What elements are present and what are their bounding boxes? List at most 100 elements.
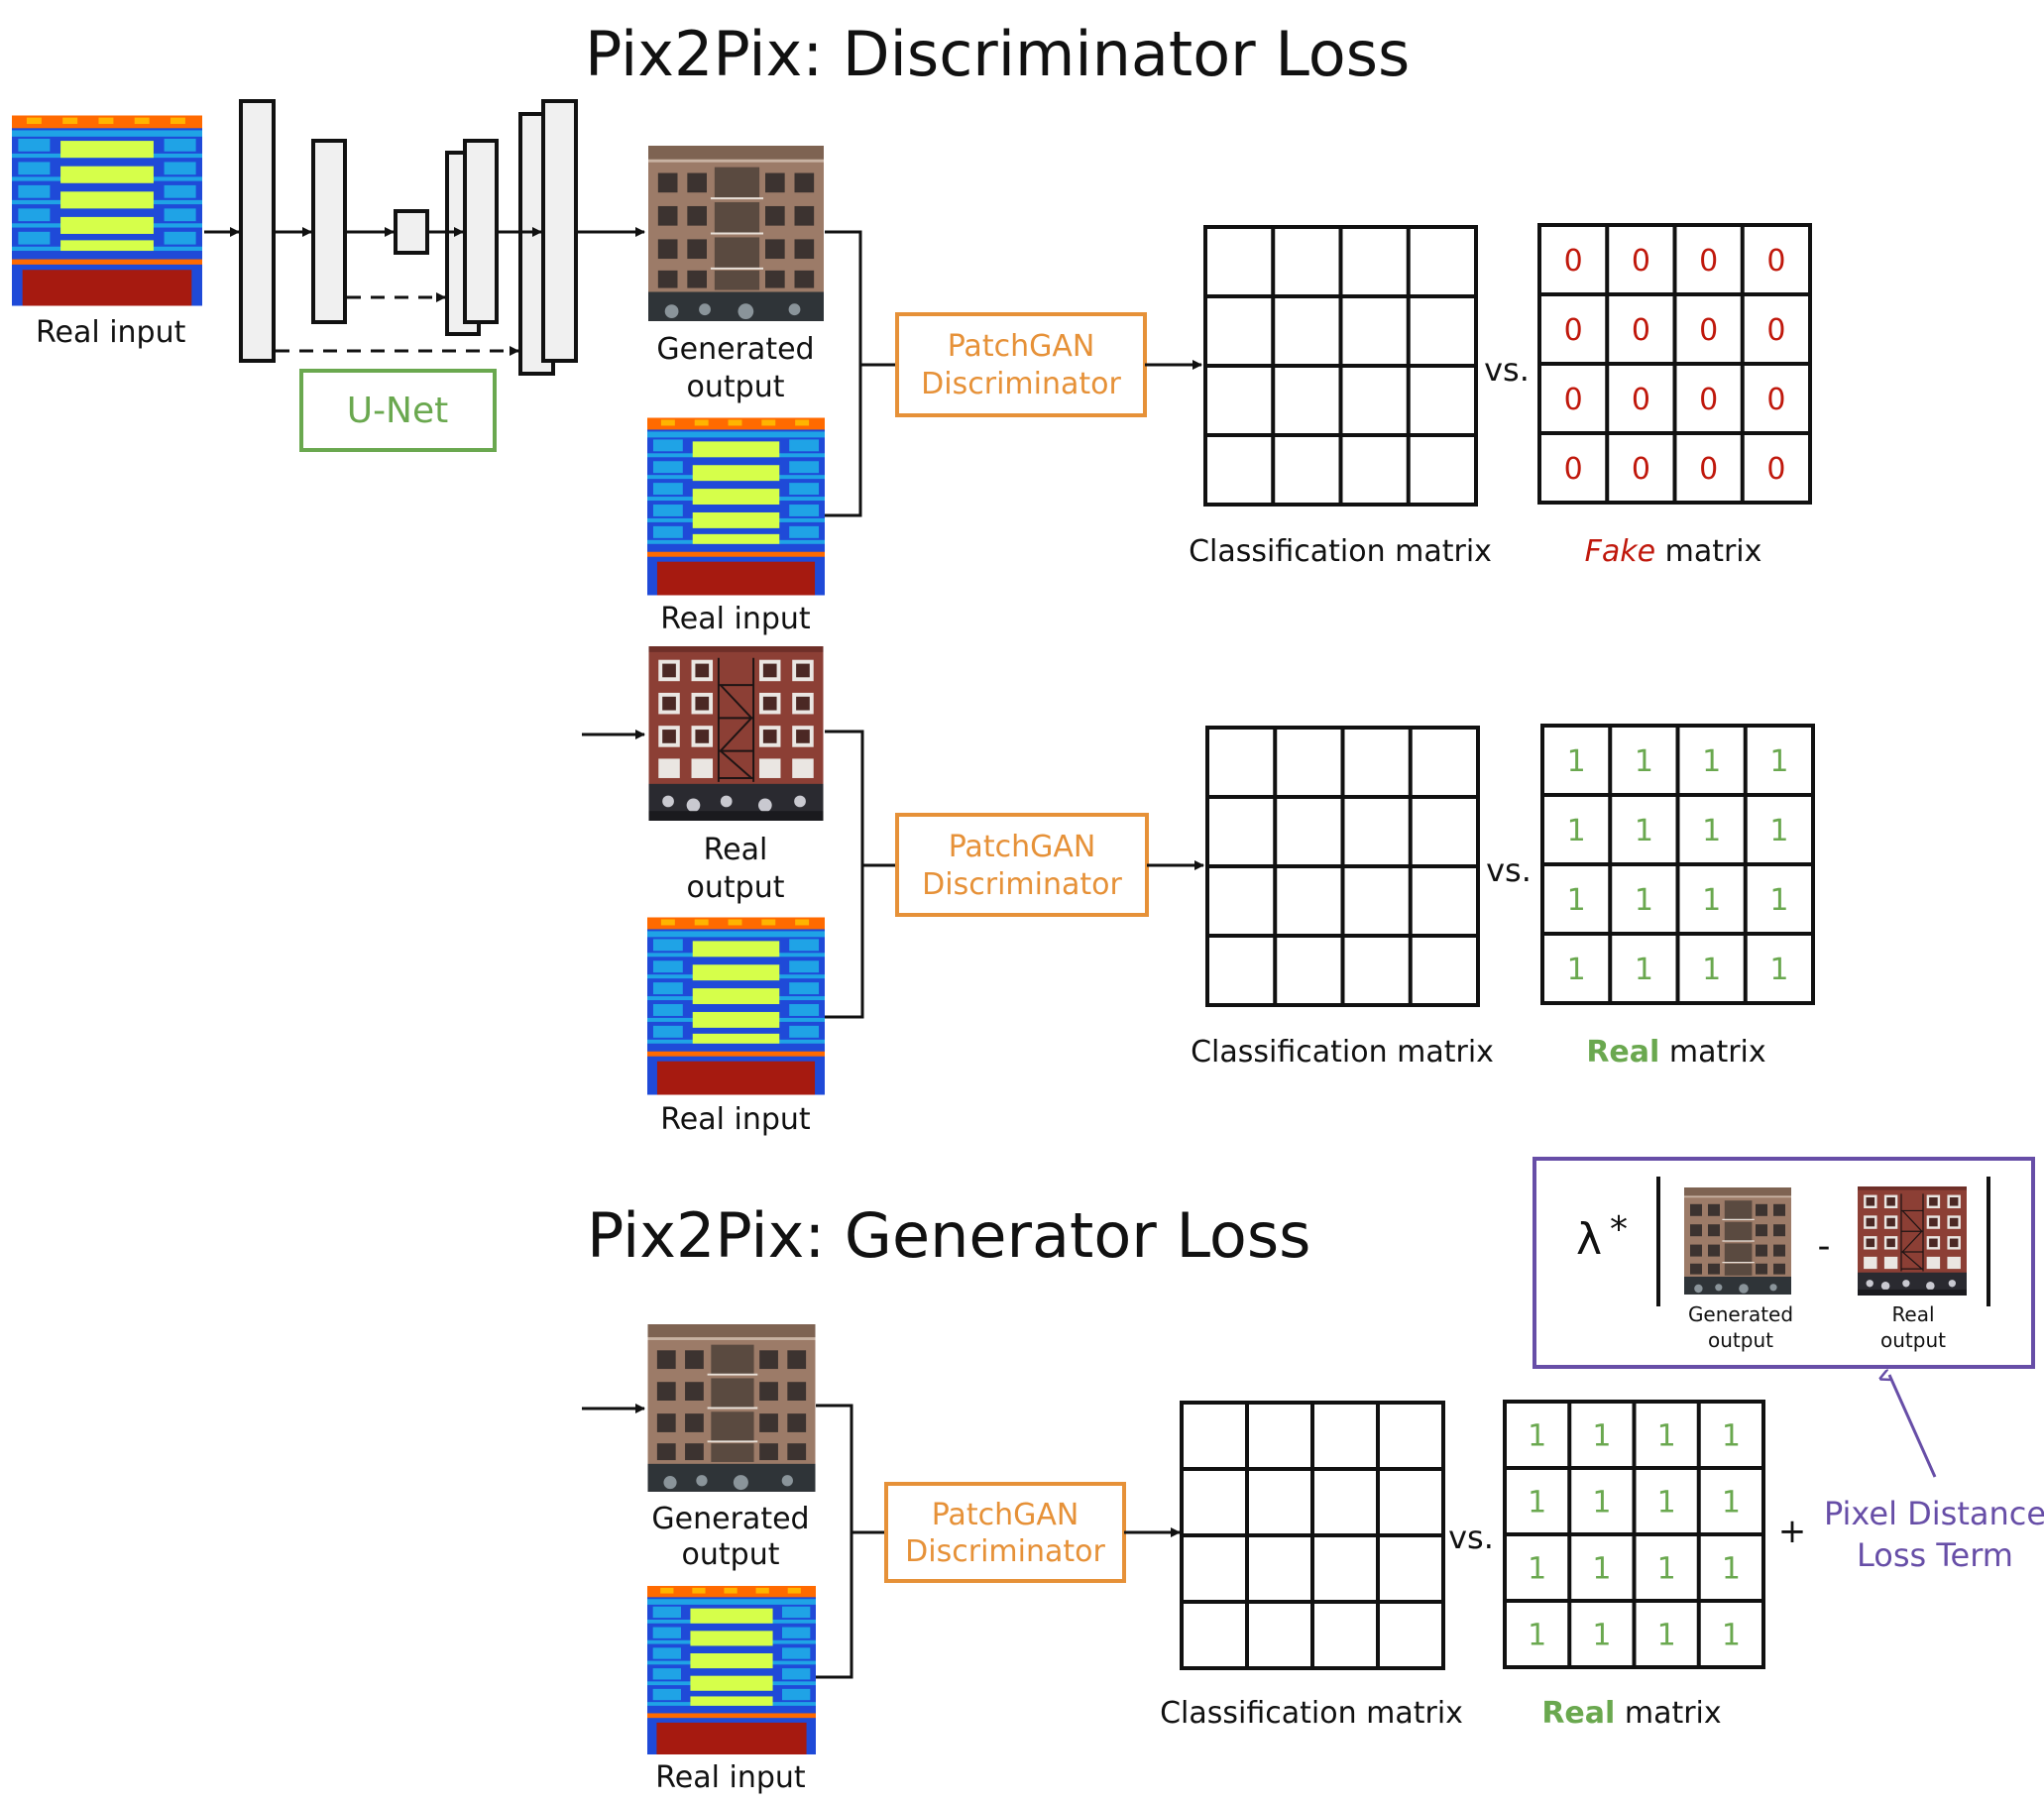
minus-sign: - (1818, 1226, 1831, 1267)
pixel-loss-generated-thumbnail (1684, 1186, 1791, 1296)
classification-label-gen: Classification matrix (1160, 1696, 1463, 1731)
vs-fake: vs. (1484, 351, 1530, 389)
matrix-cell-value: 1 (1635, 953, 1653, 987)
multiply-star: * (1610, 1209, 1628, 1250)
matrix-cell-value: 1 (1722, 1619, 1741, 1653)
patchgan-box-real (895, 813, 1149, 917)
pixel-loss-pointer-arrow (1889, 1375, 1937, 1478)
real-output-label-line1: Real (704, 833, 768, 867)
pixel-loss-box (1533, 1157, 2035, 1369)
matrix-cell-value: 0 (1632, 452, 1650, 487)
matrix-cell-value: 1 (1722, 1552, 1741, 1587)
real-matrix-label: Real matrix (1586, 1035, 1765, 1070)
pixel-loss-caption-line2: Loss Term (1857, 1536, 2013, 1574)
matrix-cell-value: 0 (1699, 452, 1718, 487)
real-input-thumbnail (12, 115, 202, 306)
matrix-cell-value: 1 (1528, 1619, 1546, 1653)
pixel-loss-real-line2: output (1880, 1328, 1946, 1352)
matrix-cell-value: 1 (1592, 1552, 1611, 1587)
matrix-cell-value: 0 (1699, 383, 1718, 417)
generated-output-label-line2: output (687, 370, 785, 404)
matrix-cell-value: 1 (1769, 953, 1788, 987)
matrix-cell-value: 1 (1592, 1619, 1611, 1653)
matrix-cell-value: 1 (1592, 1419, 1611, 1454)
matrix-cell-value: 0 (1632, 383, 1650, 417)
real-input-label: Real input (36, 315, 186, 350)
matrix-cell-value: 0 (1632, 313, 1650, 348)
matrix-cell-value: 1 (1567, 953, 1586, 987)
matrix-cell-value: 1 (1635, 814, 1653, 848)
matrix-cell-value: 1 (1567, 814, 1586, 848)
matrix-cell-value: 0 (1699, 313, 1718, 348)
unet-encoder-layer-1 (239, 99, 276, 363)
real-input-pair-label: Real input (660, 602, 811, 636)
patchgan-label-fake-line1: PatchGAN (948, 329, 1095, 364)
matrix-cell-value: 1 (1702, 744, 1721, 779)
matrix-cell-value: 0 (1766, 452, 1785, 487)
real-input-pair-label-2: Real input (660, 1102, 811, 1137)
classification-matrix-real (1205, 726, 1480, 1007)
matrix-cell-value: 1 (1657, 1552, 1676, 1587)
unet-encoder-decoder (239, 99, 578, 376)
patchgan-label-gen-line2: Discriminator (905, 1534, 1105, 1569)
unet-skip-connections (276, 292, 519, 356)
generated-output-label-line1: Generated (656, 332, 814, 367)
real-output-thumbnail (647, 646, 825, 821)
matrix-cell-value: 1 (1657, 1419, 1676, 1454)
matrix-cell-value: 1 (1702, 814, 1721, 848)
patchgan-label-fake-line2: Discriminator (921, 367, 1121, 401)
unet-label-box (299, 369, 497, 452)
generated-output-thumbnail-gen (647, 1324, 816, 1492)
unet-encoder-layer-2 (311, 139, 347, 324)
lambda-symbol: λ (1576, 1214, 1602, 1265)
matrix-cell-value: 1 (1722, 1486, 1741, 1521)
classification-matrix-fake (1203, 225, 1478, 507)
matrix-cell-value: 1 (1528, 1552, 1546, 1587)
generated-output-gen-line1: Generated (651, 1502, 809, 1536)
unet-bottleneck (394, 209, 429, 255)
matrix-cell-value: 1 (1567, 744, 1586, 779)
matrix-cell-value: 0 (1766, 383, 1785, 417)
matrix-cell-value: 1 (1592, 1486, 1611, 1521)
matrix-cell-value: 0 (1699, 244, 1718, 279)
real-input-pair-thumbnail-2 (647, 917, 825, 1095)
discriminator-title: Pix2Pix: Discriminator Loss (585, 18, 1410, 90)
matrix-cell-value: 0 (1766, 244, 1785, 279)
matrix-cell-value: 1 (1528, 1419, 1546, 1454)
unet-decoder-layer-1-front (541, 99, 578, 363)
real-output-label-line2: output (687, 870, 785, 905)
matrix-cell-value: 1 (1702, 953, 1721, 987)
matrix-cell-value: 0 (1564, 452, 1583, 487)
matrix-cell-value: 1 (1635, 744, 1653, 779)
pixel-loss-caption-line1: Pixel Distance (1824, 1495, 2044, 1532)
unet-decoder-layer-2-front (463, 139, 499, 324)
generated-output-thumbnail (647, 146, 825, 321)
matrix-cell-value: 1 (1528, 1486, 1546, 1521)
pixel-loss-generated-line2: output (1708, 1328, 1773, 1352)
matrix-cell-value: 0 (1564, 383, 1583, 417)
plus-sign: + (1778, 1512, 1807, 1551)
fake-matrix-label: Fake matrix (1585, 534, 1762, 569)
matrix-cell-value: 1 (1722, 1419, 1741, 1454)
generated-output-gen-line2: output (682, 1537, 780, 1572)
real-input-thumbnail-gen (647, 1586, 816, 1754)
real-row-connectors (825, 730, 896, 1019)
matrix-cell-value: 1 (1769, 744, 1788, 779)
matrix-cell-value: 1 (1769, 883, 1788, 918)
matrix-cell-value: 1 (1635, 883, 1653, 918)
matrix-cell-value: 1 (1567, 883, 1586, 918)
gen-row-connectors (816, 1404, 885, 1679)
real-matrix-gen-label: Real matrix (1541, 1696, 1721, 1731)
classification-matrix-gen (1180, 1401, 1445, 1670)
matrix-cell-value: 1 (1769, 814, 1788, 848)
unet-label: U-Net (347, 391, 449, 431)
matrix-cell-value: 1 (1657, 1619, 1676, 1653)
pixel-loss-real-thumbnail (1857, 1186, 1968, 1296)
matrix-cell-value: 0 (1564, 313, 1583, 348)
matrix-cell-value: 0 (1632, 244, 1650, 279)
generator-title: Pix2Pix: Generator Loss (587, 1199, 1310, 1272)
patchgan-label-real-line2: Discriminator (922, 867, 1122, 902)
